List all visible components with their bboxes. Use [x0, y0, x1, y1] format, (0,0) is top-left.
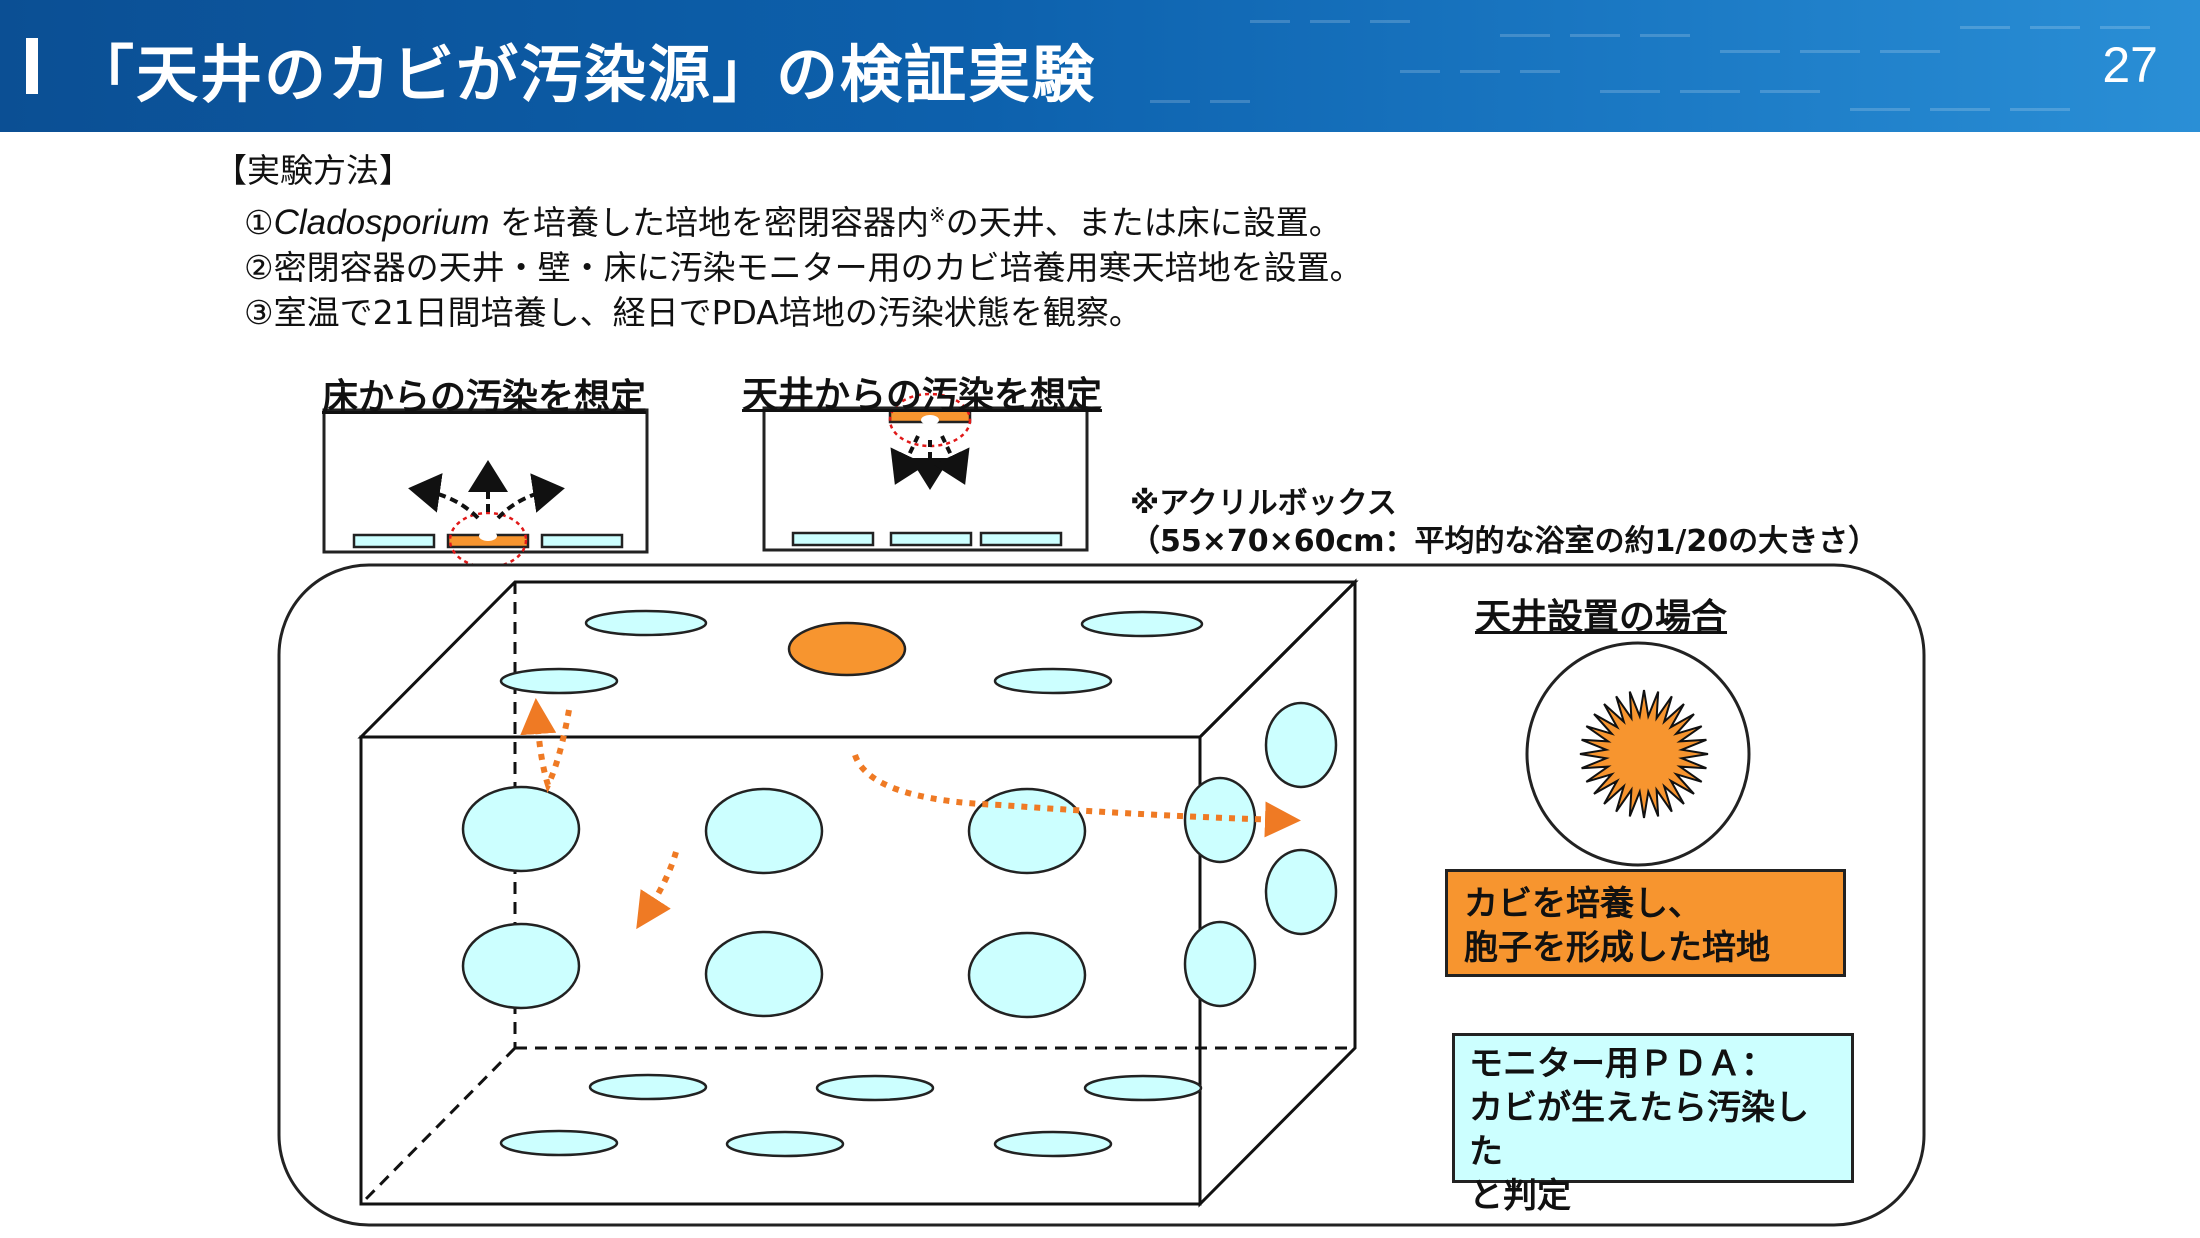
culture-label-line2: 胞子を形成した培地 — [1464, 928, 1770, 968]
culture-medium-label: カビを培養し、 胞子を形成した培地 — [1445, 869, 1846, 977]
front-wall-dishes — [461, 785, 1087, 1019]
method-section: 【実験方法】 ①Cladosporium を培養した培地を密閉容器内※の天井、ま… — [214, 148, 1363, 335]
header-decoration — [1150, 20, 2150, 111]
ceiling-scenario-box — [762, 392, 1089, 552]
step1-text-b: の天井、または床に設置。 — [945, 203, 1342, 242]
species-name: Cladosporium — [273, 203, 490, 242]
floor-scenario-title: 床からの汚染を想定 — [322, 377, 647, 418]
method-heading: 【実験方法】 — [214, 151, 412, 190]
page-title: 「天井のカビが汚染源」の検証実験 — [72, 38, 1097, 111]
monitor-label-line2: カビが生えたら汚染した — [1469, 1088, 1809, 1172]
monitor-label-line3: と判定 — [1469, 1176, 1571, 1216]
step1-number: ① — [244, 203, 274, 242]
acrylic-box-note-line1: ※アクリルボックス — [1130, 486, 1397, 521]
ceiling-dishes — [499, 609, 1204, 695]
spore-spread-arrows — [520, 698, 1301, 930]
culture-medium-ceiling — [787, 621, 907, 677]
monitor-label-line1: モニター用ＰＤＡ： — [1469, 1044, 1775, 1084]
header-banner: 「天井のカビが汚染源」の検証実験 27 — [0, 0, 2200, 132]
header-accent-bar — [26, 38, 38, 94]
monitor-pda-label: モニター用ＰＤＡ： カビが生えたら汚染した と判定 — [1452, 1033, 1854, 1216]
step1-text-a: を培養した培地を密閉容器内 — [489, 203, 930, 242]
floor-scenario-box — [322, 408, 649, 569]
culture-label-line1: カビを培養し、 — [1464, 884, 1702, 924]
method-step-2: ②密閉容器の天井・壁・床に汚染モニター用のカビ培養用寒天培地を設置。 — [244, 248, 1363, 287]
ceiling-scenario-title: 天井からの汚染を想定 — [742, 375, 1103, 416]
method-step-3: ③室温で21日間培養し、経日でPDA培地の汚染状態を観察。 — [244, 293, 1142, 332]
legend-culture-icon — [1525, 641, 1751, 867]
legend-title: 天井設置の場合 — [1475, 597, 1728, 638]
method-step-1: ①Cladosporium を培養した培地を密閉容器内※の天井、または床に設置。 — [244, 193, 1363, 245]
acrylic-box-note-line2: （55×70×60cm：平均的な浴室の約1/20の大きさ） — [1130, 524, 1879, 559]
reference-mark: ※ — [929, 203, 946, 227]
page-number: 27 — [2102, 37, 2158, 93]
floor-dishes — [499, 1073, 1203, 1158]
